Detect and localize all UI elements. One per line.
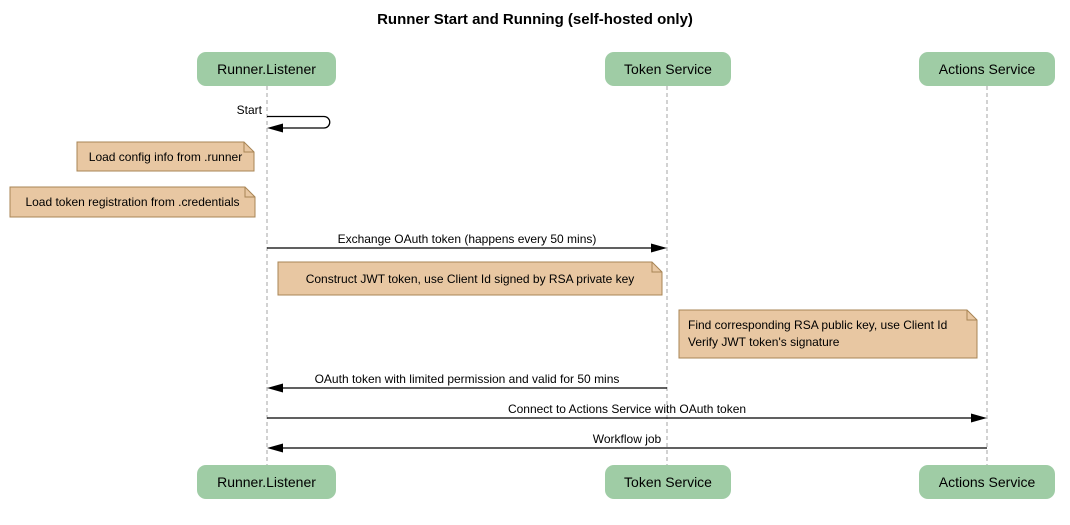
note-fold-load-config [243, 142, 254, 153]
message-label-start: Start [236, 103, 262, 117]
note-text-load-config: Load config info from .runner [88, 149, 243, 164]
message-label-connect-actions: Connect to Actions Service with OAuth to… [507, 402, 747, 416]
note-shape-construct-jwt [277, 261, 663, 296]
participant-bottom-actions-service: Actions Service [919, 465, 1055, 499]
note-text-verify-jwt: Find corresponding RSA public key, use C… [688, 318, 948, 349]
participant-top-actions-service: Actions Service [919, 52, 1055, 86]
note-fold-construct-jwt [651, 262, 662, 273]
message-arrowhead-oauth-token-return [267, 383, 283, 393]
participant-bottom-token-service: Token Service [605, 465, 731, 499]
participant-top-token-service: Token Service [605, 52, 731, 86]
self-message-start-arrowhead [267, 123, 283, 133]
diagram-title: Runner Start and Running (self-hosted on… [377, 11, 693, 28]
note-text-load-token-registration: Load token registration from .credential… [25, 195, 240, 209]
message-label-workflow-job: Workflow job [592, 432, 662, 446]
note-shape-verify-jwt [678, 309, 978, 359]
note-shape-load-token-registration [9, 186, 256, 218]
message-label-oauth-token-return: OAuth token with limited permission and … [314, 372, 620, 386]
note-fold-verify-jwt [966, 310, 977, 321]
self-message-start-line [267, 115, 331, 129]
participant-bottom-runner-listener: Runner.Listener [197, 465, 336, 499]
note-shape-load-config [76, 141, 255, 172]
participant-top-runner-listener: Runner.Listener [197, 52, 336, 86]
message-arrowhead-connect-actions [971, 413, 987, 423]
message-label-exchange-oauth: Exchange OAuth token (happens every 50 m… [337, 232, 597, 246]
note-text-construct-jwt: Construct JWT token, use Client Id signe… [305, 271, 635, 286]
note-fold-load-token-registration [244, 187, 255, 198]
message-arrowhead-workflow-job [267, 443, 283, 453]
message-arrowhead-exchange-oauth [651, 243, 667, 253]
